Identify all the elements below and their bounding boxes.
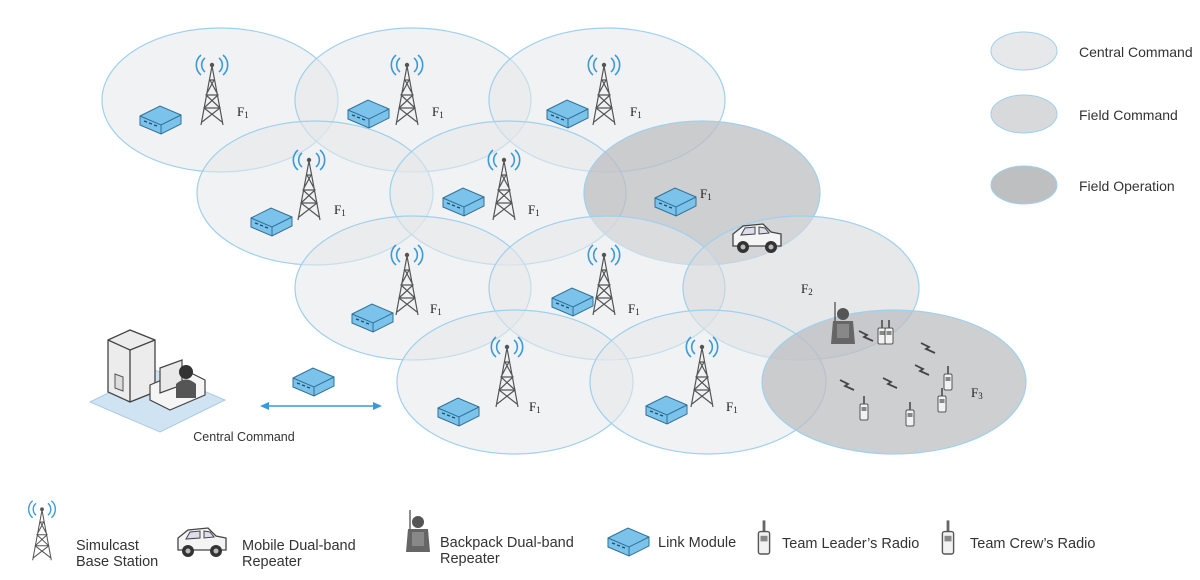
legend-link-module-label: Link Module [658,535,737,551]
frequency-label: F1 [700,186,712,202]
frequency-label: F1 [432,104,444,120]
frequency-label: F2 [801,281,813,297]
link-module-icon [292,367,335,397]
frequency-label: F1 [630,104,642,120]
legend-leader-radio-icon [757,519,771,555]
frequency-label: F1 [430,301,442,317]
legend-leader-radio-label: Team Leader’s Radio [782,536,920,552]
legend-base-station-icon [27,500,57,561]
key-swatch-field-command [990,94,1058,134]
key-swatch-field-operation [990,165,1058,205]
frequency-label: F1 [237,104,249,120]
legend-backpack-icon [405,509,431,553]
legend-crew-radio-label: Team Crew’s Radio [970,536,1096,552]
coverage-cells [101,27,1027,455]
frequency-label: F1 [529,399,541,415]
frequency-label: F1 [528,202,540,218]
frequency-label: F1 [628,301,640,317]
frequency-label: F1 [334,202,346,218]
key-swatch-central [990,31,1058,71]
legend-link-module-icon [607,527,650,557]
central-command-station [88,329,227,433]
key-label-central: Central Command [1079,44,1193,60]
key-label-field-command: Field Command [1079,107,1178,123]
frequency-label: F1 [726,399,738,415]
legend-vehicle-icon [177,527,227,558]
coverage-cell [761,309,1027,455]
legend-crew-radio-icon [941,519,955,555]
central-command-caption: Central Command [193,430,294,444]
key-label-field-operation: Field Operation [1079,178,1175,194]
